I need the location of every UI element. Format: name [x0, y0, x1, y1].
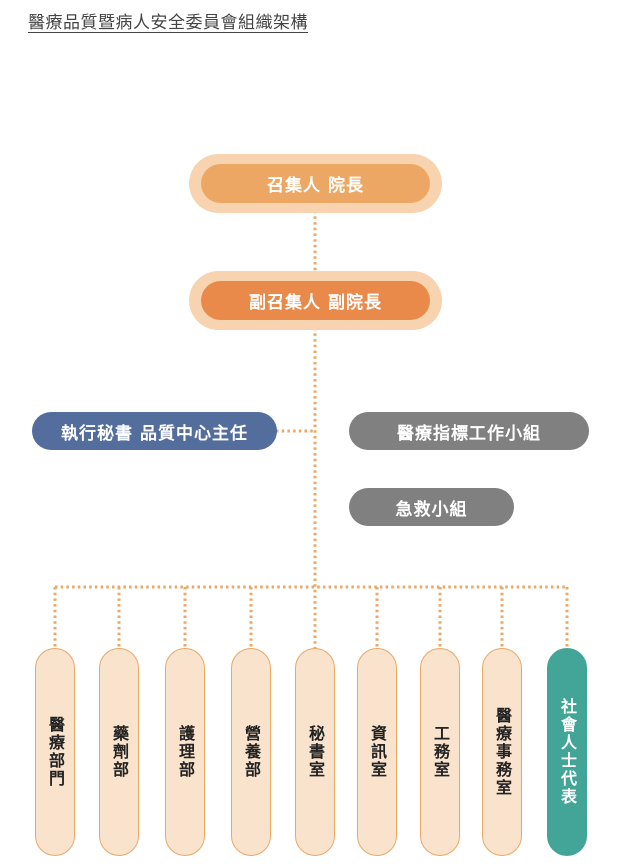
convener-node: 召集人 院長 [201, 164, 430, 203]
dept-label: 醫療部門 [46, 716, 65, 788]
dept-node: 秘書室 [295, 648, 335, 856]
executive-secretary-node: 執行秘書 品質中心主任 [32, 412, 277, 450]
dept-label: 藥劑部 [110, 725, 129, 779]
dept-node-community: 社會人士代表 [547, 648, 587, 856]
group-node-medical-indicators: 醫療指標工作小組 [349, 412, 589, 450]
dept-label: 秘書室 [306, 725, 325, 779]
dept-label: 資訊室 [368, 725, 387, 779]
dept-node: 資訊室 [357, 648, 397, 856]
dept-label: 社會人士代表 [558, 698, 577, 806]
dept-node: 營養部 [231, 648, 271, 856]
dept-node: 護理部 [165, 648, 205, 856]
dept-node: 醫療部門 [35, 648, 75, 856]
dept-label: 醫療事務室 [493, 707, 512, 797]
page-title: 醫療品質暨病人安全委員會組織架構 [28, 13, 308, 33]
dept-node: 工務室 [420, 648, 460, 856]
dept-node: 醫療事務室 [482, 648, 522, 856]
deputy-convener-node: 副召集人 副院長 [201, 281, 430, 320]
group-node-emergency: 急救小組 [349, 488, 514, 526]
dept-node: 藥劑部 [99, 648, 139, 856]
dept-label: 營養部 [242, 725, 261, 779]
dept-label: 工務室 [431, 725, 450, 779]
dept-label: 護理部 [176, 725, 195, 779]
